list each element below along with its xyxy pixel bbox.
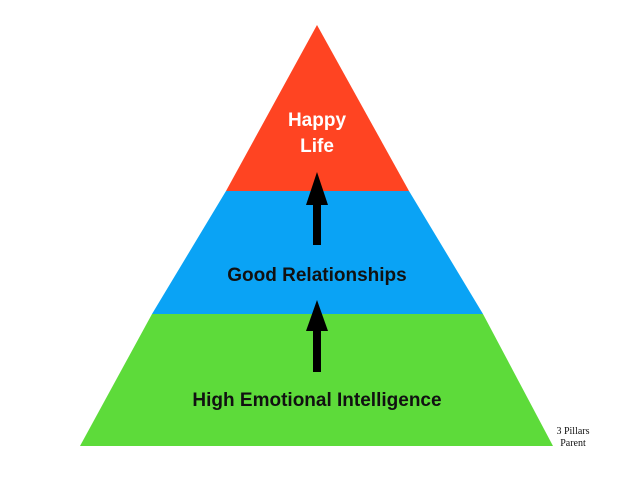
watermark-line2: Parent [560, 438, 586, 449]
arrow-up-icon [306, 172, 328, 245]
top-layer-label-line1: Happy [288, 110, 347, 131]
pyramid-layer-middle [152, 191, 483, 314]
watermark-text: 3 Pillars Parent [540, 426, 606, 450]
arrow-up-icon [306, 300, 328, 372]
top-layer-label-line2: Life [300, 136, 334, 157]
middle-layer-label: Good Relationships [227, 265, 406, 286]
bottom-layer-label: High Emotional Intelligence [192, 390, 441, 411]
pyramid-layer-top [226, 25, 409, 191]
watermark-line1: 3 Pillars [556, 426, 590, 437]
pyramid-layer-bottom [80, 314, 553, 446]
